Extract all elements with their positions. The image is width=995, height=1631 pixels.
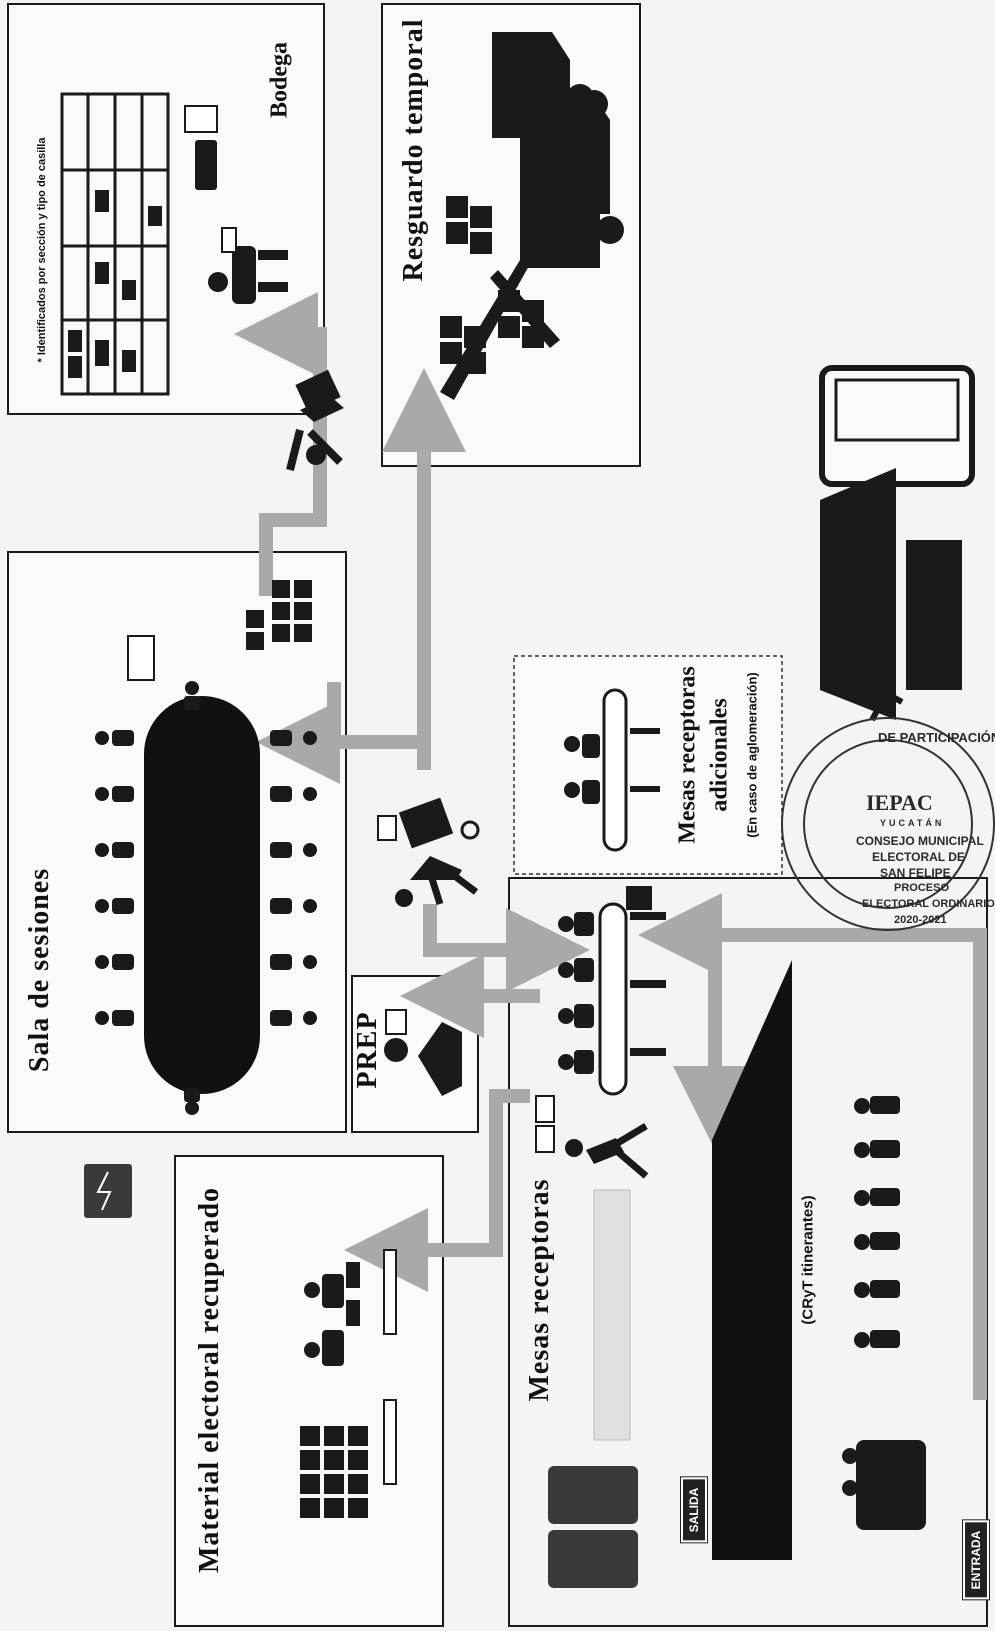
sala-screen [127,635,155,681]
seal-line-6: 2020-2021 [894,914,947,926]
transport-area [819,365,975,722]
official-seal [781,717,995,931]
prep-icons [384,1009,462,1096]
arrow-entry-loop [673,928,987,1400]
seal-line-2: ELECTORAL DE [872,850,965,864]
bodega-label: Bodega [266,41,293,119]
seal-line-1: CONSEJO MUNICIPAL [856,834,984,848]
bodega-shelves [60,92,170,396]
sala-chairs [95,681,317,1115]
resguardo-pallets [440,196,560,400]
sala-ballot-stacks [246,580,312,650]
resguardo-label: Resguardo temporal [398,18,429,282]
seal-brand: IEPAC [866,790,933,815]
mesas-adicionales-icons [564,688,660,852]
sala-label: Sala de sesiones [24,867,55,1073]
prep-label: PREP [352,1011,383,1089]
queue-lane [593,1189,631,1441]
material-label: Material electoral recuperado [194,1186,225,1574]
bodega-note: * Identificados por sección y tipo de ca… [36,137,48,363]
mesas-adicionales-label-2: adicionales [706,698,733,812]
seal-line-5: ELECTORAL ORDINARIO [862,898,995,910]
cryt-people [842,1096,926,1530]
cryt-label: (CRyT itinerantes) [799,1195,817,1325]
material-icons [300,1249,397,1518]
resguardo-trucks [492,32,624,268]
mesas-label: Mesas receptoras [524,1178,555,1402]
courier-figure [377,797,480,907]
bodega-boxes [68,190,162,378]
entrada-sign: ENTRADA [963,1520,989,1600]
seal-line-3: SAN FELIPE [880,866,951,880]
mesas-reception [535,886,666,1153]
arrow-to-material [344,1089,530,1292]
arrow-to-mesas [423,904,590,992]
mesas-adicionales-label-1: Mesas receptoras [674,666,701,844]
mesas-adicionales-box [513,655,783,875]
tent [712,960,792,1560]
sala-table [144,696,260,1094]
salida-sign: SALIDA [681,1477,707,1543]
bodega-workers [184,105,344,471]
seal-brand-sub: YUCATÁN [880,818,945,828]
toilets [548,1466,638,1588]
flow-arrows [234,292,987,1400]
seal-ring-top: DE PARTICIPACIÓN [878,730,995,745]
seal-line-4: PROCESO [894,882,950,894]
mesas-adicionales-label-3: (En caso de aglomeración) [744,672,760,838]
walker-figure [565,1122,649,1179]
